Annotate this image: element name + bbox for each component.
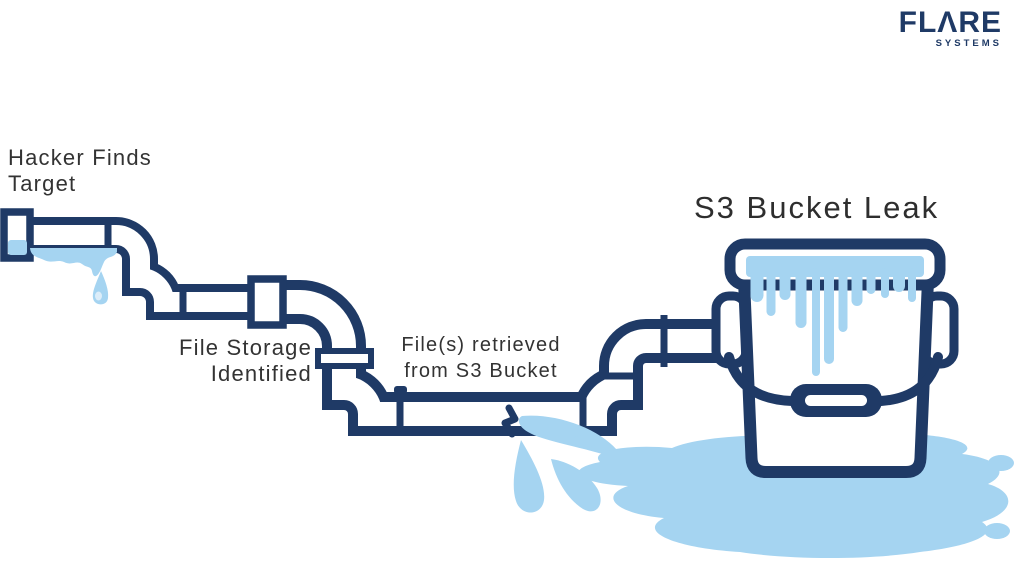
label-file-storage-identified: File Storage Identified (110, 335, 312, 387)
logo-subtitle-text: SYSTEMS (935, 38, 1002, 49)
puddle-blob (988, 455, 1014, 471)
page-title: S3 Bucket Leak (694, 190, 940, 225)
pipe-run (0, 208, 742, 438)
spray-drop (513, 440, 545, 513)
seam-nub (394, 386, 407, 394)
droplet-highlight (95, 291, 102, 301)
label-line: Hacker Finds (8, 145, 152, 170)
label-line: File(s) retrieved (401, 334, 561, 356)
label-line: File Storage (178, 335, 312, 360)
bucket-overflow-water (746, 256, 924, 376)
handle-grip-slot (805, 395, 867, 406)
pipe-bore-lower (268, 290, 742, 426)
puddle-blob (984, 523, 1010, 539)
bucket-body (738, 274, 934, 478)
logo-brand-text: FLΛRE (898, 6, 1002, 39)
leaking-joint-water (8, 240, 117, 305)
pipe-joint-flange (315, 348, 374, 369)
label-line: Target (8, 171, 77, 196)
label-files-retrieved: File(s) retrieved from S3 Bucket (368, 332, 594, 384)
overflow-drips (750, 268, 916, 376)
bucket-handle (724, 352, 943, 417)
spray-drop (551, 459, 601, 512)
seeping-water (30, 248, 117, 277)
pipe-coupling (247, 275, 287, 329)
overflow-band (746, 256, 924, 277)
water-in-open-pipe (8, 240, 27, 255)
handle-right-arc (876, 352, 943, 406)
s3-bucket (711, 238, 959, 478)
spray-jet (518, 415, 619, 458)
puddle-blob (572, 435, 600, 447)
flare-systems-logo: FLΛRE SYSTEMS (899, 6, 1002, 49)
label-line: Identified (210, 361, 312, 386)
label-line: from S3 Bucket (404, 360, 558, 382)
pipe-seams (104, 218, 668, 435)
puddle-dot (620, 472, 630, 480)
pipe-crack (501, 404, 519, 438)
label-hacker-finds-target: Hacker Finds Target (8, 145, 152, 197)
handle-left-arc (724, 352, 797, 406)
pipe-bore-upper (16, 225, 266, 312)
